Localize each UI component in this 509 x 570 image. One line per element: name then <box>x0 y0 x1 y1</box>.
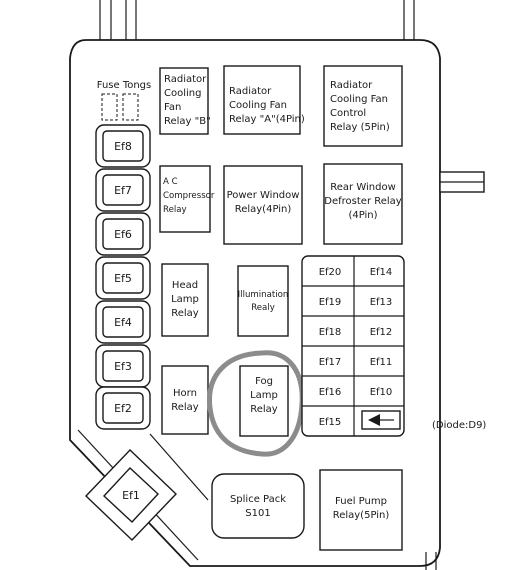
fuse-ef13: Ef13 <box>370 297 393 308</box>
fuse-ef14: Ef14 <box>370 267 393 278</box>
fuse-ef18: Ef18 <box>319 327 342 338</box>
fuse-ef10: Ef10 <box>370 387 393 398</box>
fuse-ef4: Ef4 <box>95 300 151 344</box>
svg-text:Ef1: Ef1 <box>122 489 140 502</box>
fuse-ef15: Ef15 <box>319 417 342 428</box>
fuse-grid: Ef20 Ef14 Ef19 Ef13 Ef18 Ef12 Ef17 Ef11 … <box>301 255 405 437</box>
svg-text:Ef8: Ef8 <box>114 140 132 153</box>
fuse-ef11: Ef11 <box>370 357 393 368</box>
top-wire-stubs <box>99 0 415 40</box>
fuse-ef8: Ef8 <box>95 124 151 168</box>
svg-text:Ef5: Ef5 <box>114 272 132 285</box>
fuse-ef5: Ef5 <box>95 256 151 300</box>
bottom-connector-stub <box>425 552 437 570</box>
fuse-ef12: Ef12 <box>370 327 393 338</box>
svg-text:Ef2: Ef2 <box>114 402 132 415</box>
fuse-ef2: Ef2 <box>95 386 151 430</box>
fuse-ef3: Ef3 <box>95 344 151 388</box>
fuse-ef16: Ef16 <box>319 387 342 398</box>
fuse-ef20: Ef20 <box>319 267 342 278</box>
fuse-ef17: Ef17 <box>319 357 342 368</box>
fuse-ef19: Ef19 <box>319 297 342 308</box>
svg-text:Ef6: Ef6 <box>114 228 132 241</box>
diode-label: (Diode:D9) <box>432 420 486 431</box>
fuse-ef1: Ef1 <box>85 449 177 541</box>
fuse-ef6: Ef6 <box>95 212 151 256</box>
fuse-tongs-label: Fuse Tongs <box>97 80 152 91</box>
svg-text:Ef7: Ef7 <box>114 184 132 197</box>
fuse-ef7: Ef7 <box>95 168 151 212</box>
diode-d9-icon <box>361 410 401 430</box>
svg-text:Ef3: Ef3 <box>114 360 132 373</box>
svg-text:Ef4: Ef4 <box>114 316 132 329</box>
side-connector-tab <box>439 171 485 193</box>
fuse-tongs-icon <box>101 93 139 121</box>
left-fuse-column: Ef8 Ef7 Ef6 Ef5 Ef4 Ef3 <box>95 124 151 430</box>
highlight-circle-marker <box>207 350 305 457</box>
